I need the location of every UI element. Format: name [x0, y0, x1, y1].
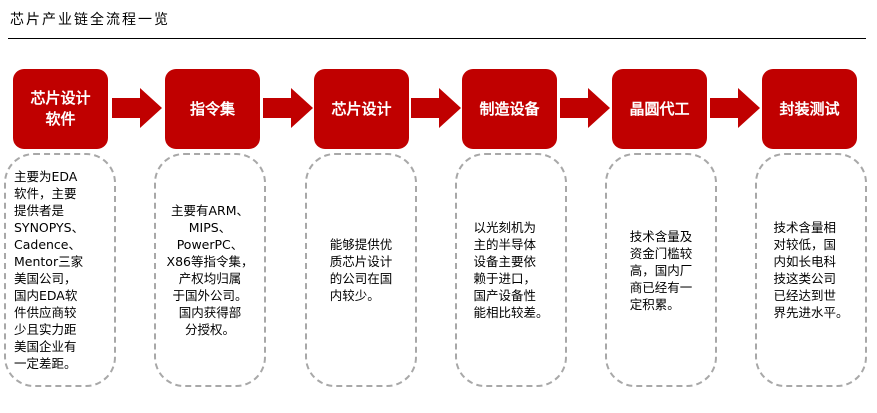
description-chip-design-software: 主要为EDA 软件，主要 提供者是 SYNOPYS、 Cadence、 Ment… — [4, 153, 116, 387]
flow-arrow-icon — [710, 88, 760, 128]
flow-arrow-icon — [263, 88, 313, 128]
flow-arrow-icon — [112, 88, 162, 128]
flow-arrow-icon — [560, 88, 610, 128]
flow-arrow-icon — [411, 88, 461, 128]
stage-packaging-testing: 封装测试 — [762, 69, 857, 149]
stage-instruction-set: 指令集 — [165, 69, 260, 149]
description-wafer-foundry: 技术含量及 资金门槛较 高，国内厂 商已经有一 定积累。 — [605, 153, 717, 387]
stage-wafer-foundry: 晶圆代工 — [612, 69, 707, 149]
stage-manufacturing-equipment: 制造设备 — [462, 69, 557, 149]
stage-chip-design: 芯片设计 — [314, 69, 409, 149]
description-packaging-testing: 技术含量相 对较低，国 内如长电科 技这类公司 已经达到世 界先进水平。 — [755, 153, 867, 387]
stage-chip-design-software: 芯片设计 软件 — [13, 69, 108, 149]
description-chip-design: 能够提供优 质芯片设计 的公司在国 内较少。 — [305, 153, 417, 387]
title-divider — [8, 38, 866, 39]
description-manufacturing-equipment: 以光刻机为 主的半导体 设备主要依 赖于进口， 国产设备性 能相比较差。 — [455, 153, 567, 387]
description-instruction-set: 主要有ARM、 MIPS、 PowerPC、 X86等指令集， 产权均归属 于国… — [154, 153, 266, 387]
page-title: 芯片产业链全流程一览 — [10, 12, 170, 28]
